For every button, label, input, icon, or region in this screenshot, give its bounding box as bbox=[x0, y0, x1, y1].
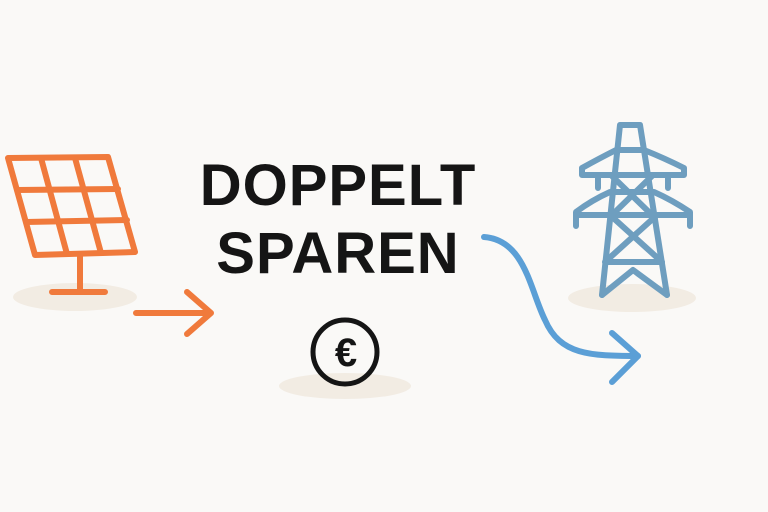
euro-coin-icon: € bbox=[310, 317, 380, 387]
tower-shadow bbox=[568, 284, 696, 312]
blue-curve-arrow-icon bbox=[481, 234, 641, 385]
power-tower-icon bbox=[573, 122, 693, 298]
headline-line-1: DOPPELT bbox=[199, 153, 477, 218]
solar-shadow bbox=[13, 283, 137, 311]
solar-panel-icon bbox=[5, 154, 138, 295]
euro-symbol: € bbox=[335, 331, 357, 375]
orange-arrow-icon bbox=[133, 289, 214, 337]
headline-line-2: SPAREN bbox=[216, 221, 460, 286]
